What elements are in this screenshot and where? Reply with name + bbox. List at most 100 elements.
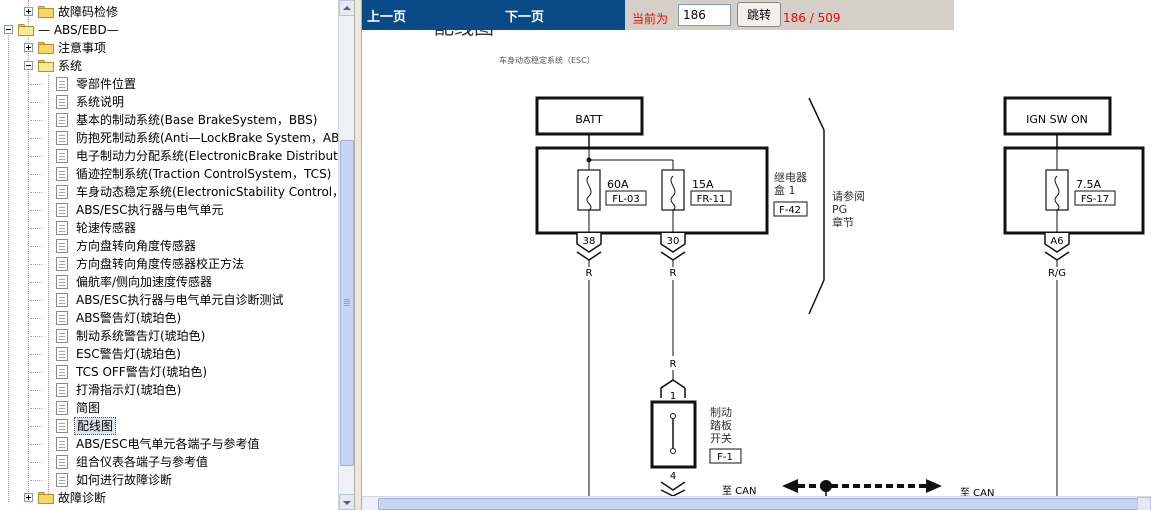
tree-item[interactable]: ESC警告灯(琥珀色) [0, 345, 338, 363]
open-folder-icon [18, 24, 34, 36]
tree-item-label[interactable]: 组合仪表各端子与参考值 [76, 455, 209, 469]
pedal-pin-4: 4 [670, 471, 676, 482]
tree-item-label[interactable]: 故障诊断 [58, 491, 107, 505]
tree-item[interactable]: 偏航率/侧向加速度传感器 [0, 273, 338, 291]
fuse1-id: FL-03 [612, 194, 639, 205]
tree-item-label[interactable]: 基本的制动系统(Base BrakeSystem，BBS) [76, 113, 318, 127]
document-icon [56, 185, 68, 199]
tree-item[interactable]: 配线图 [0, 417, 338, 435]
tree-item[interactable]: ABS警告灯(琥珀色) [0, 309, 338, 327]
tree-item-label[interactable]: 偏航率/侧向加速度传感器 [76, 275, 213, 289]
tree-item-label[interactable]: 故障码检修 [58, 5, 119, 19]
tree-connector-line [48, 75, 49, 502]
collapse-minus-icon[interactable] [24, 61, 33, 70]
tree-folder[interactable]: — ABS/EBD— [0, 21, 338, 39]
jump-button[interactable]: 跳转 [737, 2, 781, 27]
tree-folder[interactable]: 故障码检修 [0, 3, 338, 21]
tree-item[interactable]: TCS OFF警告灯(琥珀色) [0, 363, 338, 381]
tree-item[interactable]: ABS/ESC执行器与电气单元自诊断测试 [0, 291, 338, 309]
scroll-down-arrow-icon[interactable] [339, 494, 355, 510]
can-label-left: 至 CAN [722, 485, 756, 496]
tree-item-label[interactable]: 制动系统警告灯(琥珀色) [76, 329, 206, 343]
tree-item[interactable]: ABS/ESC执行器与电气单元 [0, 201, 338, 219]
page-nav-bar: 上一页 下一页 [362, 0, 625, 30]
tree-item-label[interactable]: 方向盘转向角度传感器 [76, 239, 197, 253]
wire-color-r-upper: R [670, 359, 677, 370]
document-icon [56, 95, 68, 109]
expand-plus-icon[interactable] [24, 7, 33, 16]
tree-item-label[interactable]: TCS OFF警告灯(琥珀色) [76, 365, 208, 379]
tree-item-label[interactable]: 注意事项 [58, 41, 107, 55]
ign-label: IGN SW ON [1026, 113, 1088, 126]
tree-item[interactable]: 零部件位置 [0, 75, 338, 93]
document-icon [56, 401, 68, 415]
scroll-right-arrow-icon[interactable] [1137, 497, 1151, 510]
pane-splitter[interactable] [354, 0, 362, 510]
tree-item-label[interactable]: 轮速传感器 [76, 221, 137, 235]
document-icon [56, 347, 68, 361]
tree-item-label[interactable]: 如何进行故障诊断 [76, 473, 173, 487]
tree-item-label[interactable]: ABS/ESC执行器与电气单元自诊断测试 [76, 293, 284, 307]
tree-item[interactable]: 方向盘转向角度传感器 [0, 237, 338, 255]
tree-item-label[interactable]: 打滑指示灯(琥珀色) [76, 383, 182, 397]
tree-item[interactable]: 简图 [0, 399, 338, 417]
document-icon [56, 167, 68, 181]
document-icon [56, 293, 68, 307]
document-icon [56, 455, 68, 469]
tree-item-label[interactable]: 简图 [76, 401, 101, 415]
tree-item[interactable]: 制动系统警告灯(琥珀色) [0, 327, 338, 345]
h-scroll-thumb[interactable] [378, 498, 1138, 510]
expand-plus-icon[interactable] [24, 43, 33, 52]
tree-folder[interactable]: 系统 [0, 57, 338, 75]
tree-item[interactable]: 轮速传感器 [0, 219, 338, 237]
tree-item-label[interactable]: 配线图 [74, 417, 117, 435]
tree-item-label[interactable]: 系统 [58, 59, 83, 73]
tree-scroll-thumb[interactable] [340, 140, 354, 466]
tree-item-label[interactable]: ESC警告灯(琥珀色) [76, 347, 181, 361]
tree-item-label[interactable]: ABS/ESC执行器与电气单元 [76, 203, 224, 217]
tree-item[interactable]: 电子制动力分配系统(ElectronicBrake Distributi [0, 147, 338, 165]
tree-item[interactable]: 循迹控制系统(Traction ControlSystem，TCS) [0, 165, 338, 183]
tree-item[interactable]: ABS/ESC电气单元各端子与参考值 [0, 435, 338, 453]
tree-item[interactable]: 基本的制动系统(Base BrakeSystem，BBS) [0, 111, 338, 129]
tree-item[interactable]: 如何进行故障诊断 [0, 471, 338, 489]
collapse-minus-icon[interactable] [4, 25, 13, 34]
tree-folder[interactable]: 故障诊断 [0, 489, 338, 507]
tree-item-label[interactable]: ABS/ESC电气单元各端子与参考值 [76, 437, 260, 451]
tree-item-label[interactable]: 零部件位置 [76, 77, 137, 91]
tree-item[interactable]: 方向盘转向角度传感器校正方法 [0, 255, 338, 273]
tree-item-label[interactable]: 方向盘转向角度传感器校正方法 [76, 257, 245, 271]
tree-item-label[interactable]: 电子制动力分配系统(ElectronicBrake Distributi [76, 149, 338, 163]
tree-item-label[interactable]: 系统说明 [76, 95, 125, 109]
tree-item-label[interactable]: 防抱死制动系统(Anti—LockBrake System，AB [76, 131, 338, 145]
tree-folder[interactable]: 注意事项 [0, 39, 338, 57]
ref-line3: 章节 [832, 215, 854, 229]
viewer-horizontal-scrollbar[interactable] [362, 496, 1151, 510]
wiring-diagram: 配线图 车身动态稳定系统（ESC） BATT 60A FL-03 [362, 30, 1151, 496]
page-number-input[interactable] [678, 4, 731, 26]
tree-item[interactable]: 车身动态稳定系统(ElectronicStability Control， [0, 183, 338, 201]
tree-item-label[interactable]: 循迹控制系统(Traction ControlSystem，TCS) [76, 167, 332, 181]
tree-vertical-scrollbar[interactable] [338, 0, 355, 510]
document-icon [56, 473, 68, 487]
tree-item[interactable]: 组合仪表各端子与参考值 [0, 453, 338, 471]
expand-plus-icon[interactable] [24, 493, 33, 502]
navigation-tree[interactable]: 故障码检修 — ABS/EBD— 注意事项系统零部件位置系统说明基本的制动系统(Ba… [0, 0, 338, 510]
document-icon [56, 131, 68, 145]
ref-line2: PG [832, 203, 847, 216]
document-icon [56, 311, 68, 325]
fuse-box-2 [1003, 146, 1145, 235]
next-page-link[interactable]: 下一页 [505, 10, 545, 25]
tree-item-label[interactable]: ABS警告灯(琥珀色) [76, 311, 182, 325]
current-page-label: 当前为 [632, 12, 669, 26]
tree-item[interactable]: 防抱死制动系统(Anti—LockBrake System，AB [0, 129, 338, 147]
scroll-up-arrow-icon[interactable] [339, 0, 355, 16]
tree-item[interactable]: 打滑指示灯(琥珀色) [0, 381, 338, 399]
tree-item-label[interactable]: — ABS/EBD— [38, 23, 119, 37]
folder-icon [38, 42, 54, 54]
pedal-id: F-1 [717, 452, 733, 463]
tree-item-label[interactable]: 车身动态稳定系统(ElectronicStability Control， [76, 185, 338, 199]
prev-page-link[interactable]: 上一页 [367, 10, 407, 25]
tree-item[interactable]: 系统说明 [0, 93, 338, 111]
